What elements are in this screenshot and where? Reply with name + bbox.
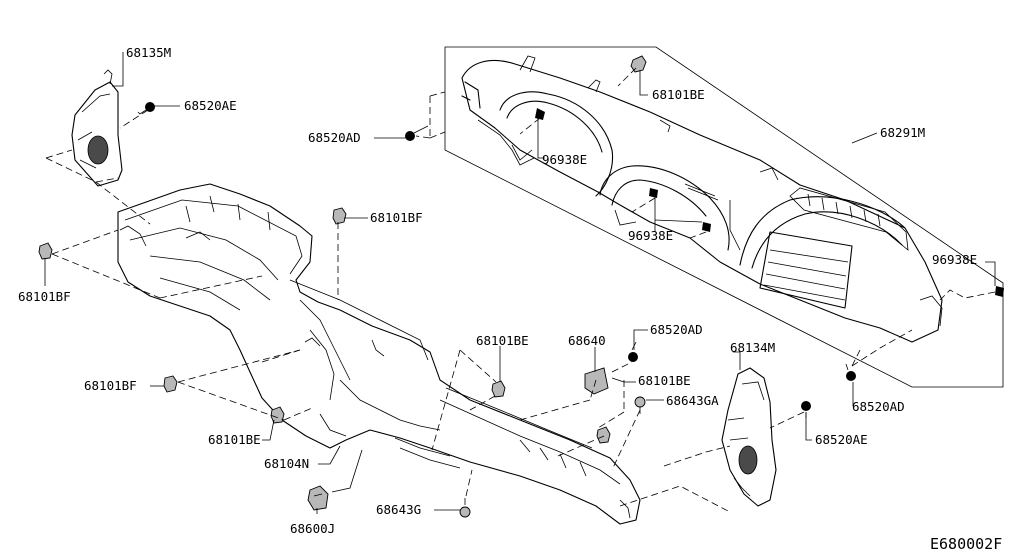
- label-68520AD-right: 68520AD: [852, 399, 905, 414]
- bracket-68135M: [71, 69, 123, 187]
- label-68135M: 68135M: [126, 45, 171, 60]
- clip-68643G: [459, 498, 471, 518]
- screw-68520AD-mid: [628, 341, 638, 362]
- label-68101BF-low: 68101BF: [84, 378, 137, 393]
- label-96938E-a: 96938E: [542, 152, 587, 167]
- label-68520AE-right: 68520AE: [815, 432, 868, 447]
- dash-reinforcement-68104N: [117, 183, 641, 525]
- label-68104N: 68104N: [264, 456, 309, 471]
- screws-96938E: [535, 108, 1004, 297]
- screw-68520AE-top: [137, 102, 155, 115]
- label-68101BF-right: 68101BF: [370, 210, 423, 225]
- bracket-68640: [584, 367, 609, 395]
- label-68520AD-mid: 68520AD: [650, 322, 703, 337]
- label-96938E-c: 96938E: [932, 252, 977, 267]
- label-68600J: 68600J: [290, 521, 335, 536]
- label-68101BE-low-right: 68101BE: [638, 373, 691, 388]
- screw-68520AD-left: [405, 125, 429, 141]
- cluster-lid-part: [461, 55, 943, 343]
- label-68520AD-left: 68520AD: [308, 130, 361, 145]
- label-68643G: 68643G: [376, 502, 421, 517]
- label-68101BE-top: 68101BE: [652, 87, 705, 102]
- screw-68520AD-right: [845, 363, 856, 381]
- clip-68101BE-top: [630, 55, 647, 73]
- clips-68101BF: [38, 207, 347, 393]
- label-68101BF-left: 68101BF: [18, 289, 71, 304]
- cluster-lid-group-outline: [444, 46, 1004, 388]
- label-96938E-b: 96938E: [628, 228, 673, 243]
- label-68134M: 68134M: [730, 340, 775, 355]
- clip-68643GA: [634, 396, 646, 414]
- clips-68101BE: [270, 380, 611, 444]
- drawing-code: E680002F: [930, 535, 1002, 553]
- label-68643GA: 68643GA: [666, 393, 719, 408]
- clip-68600J: [307, 485, 329, 511]
- label-68640: 68640: [568, 333, 606, 348]
- label-68101BE-mid: 68101BE: [476, 333, 529, 348]
- label-68101BE-low-left: 68101BE: [208, 432, 261, 447]
- bracket-68134M: [721, 367, 777, 507]
- leader-lines: [44, 52, 996, 514]
- label-68291M: 68291M: [880, 125, 925, 140]
- assembly-dash-lines: [45, 67, 996, 513]
- label-68520AE-top: 68520AE: [184, 98, 237, 113]
